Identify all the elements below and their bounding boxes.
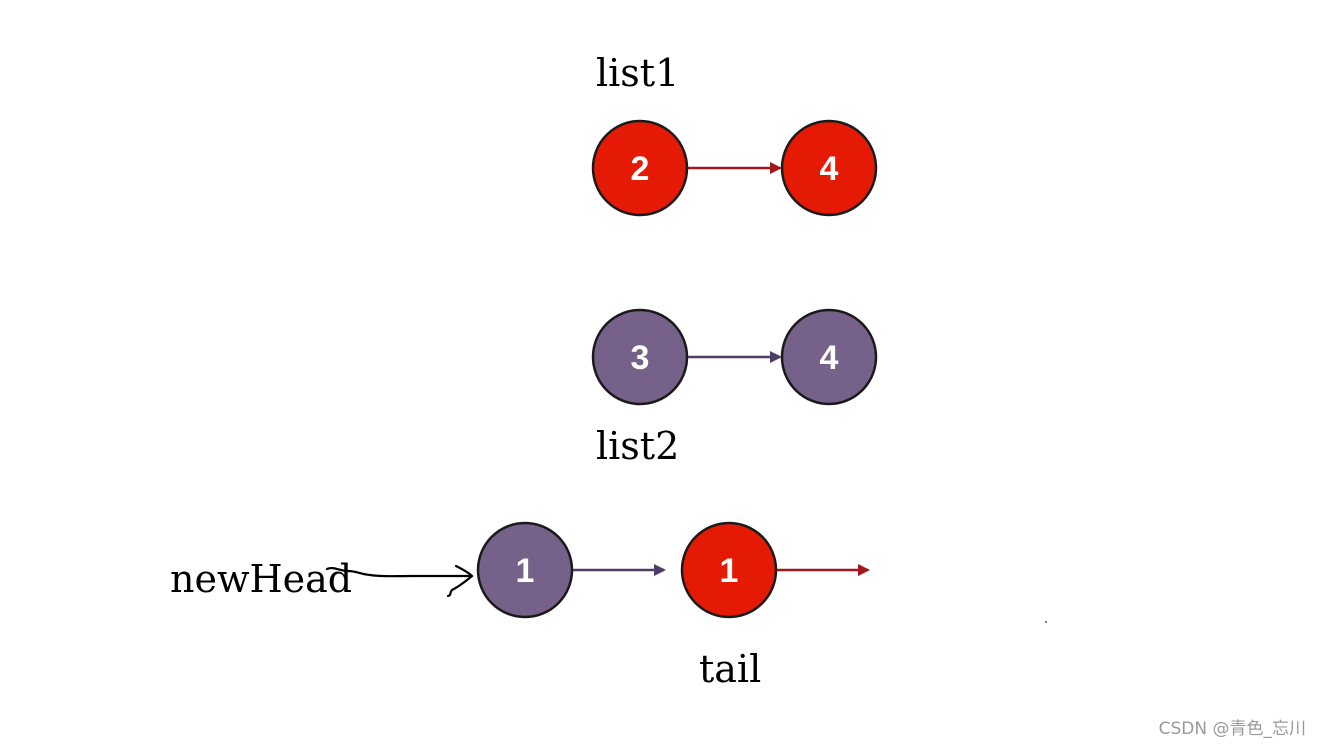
- merged-node-1-value: 1: [516, 552, 535, 590]
- list2-node-2: 4: [780, 308, 878, 406]
- list1-node-2-value: 4: [820, 150, 839, 188]
- list2-node-1-value: 3: [631, 339, 650, 377]
- new-head-pointer-arrow: [325, 566, 472, 578]
- list1-node-2: 4: [780, 119, 878, 217]
- list2-node-1-circle: [591, 308, 689, 406]
- list2-node-2-circle: [780, 308, 878, 406]
- list2-node-1: 3: [591, 308, 689, 406]
- list1-node-1: 2: [591, 119, 689, 217]
- merged-node-1: 1: [476, 521, 574, 619]
- stray-dot: [1045, 621, 1047, 623]
- merged-node-1-circle: [476, 521, 574, 619]
- new-head-label: newHead: [170, 557, 352, 601]
- watermark-text: CSDN @青色_忘川: [1159, 719, 1306, 739]
- list2-label: list2: [596, 424, 679, 468]
- list1-node-1-value: 2: [631, 150, 650, 188]
- list1-node-2-circle: [780, 119, 878, 217]
- merged-node-2: 1: [680, 521, 778, 619]
- list1-label: list1: [596, 51, 679, 95]
- tail-label: tail: [699, 647, 761, 691]
- list2-node-2-value: 4: [820, 339, 839, 377]
- merged-node-2-value: 1: [720, 552, 739, 590]
- new-head-pointer-arrowhead: [446, 564, 474, 598]
- merged-node-2-circle: [680, 521, 778, 619]
- list1-node-1-circle: [591, 119, 689, 217]
